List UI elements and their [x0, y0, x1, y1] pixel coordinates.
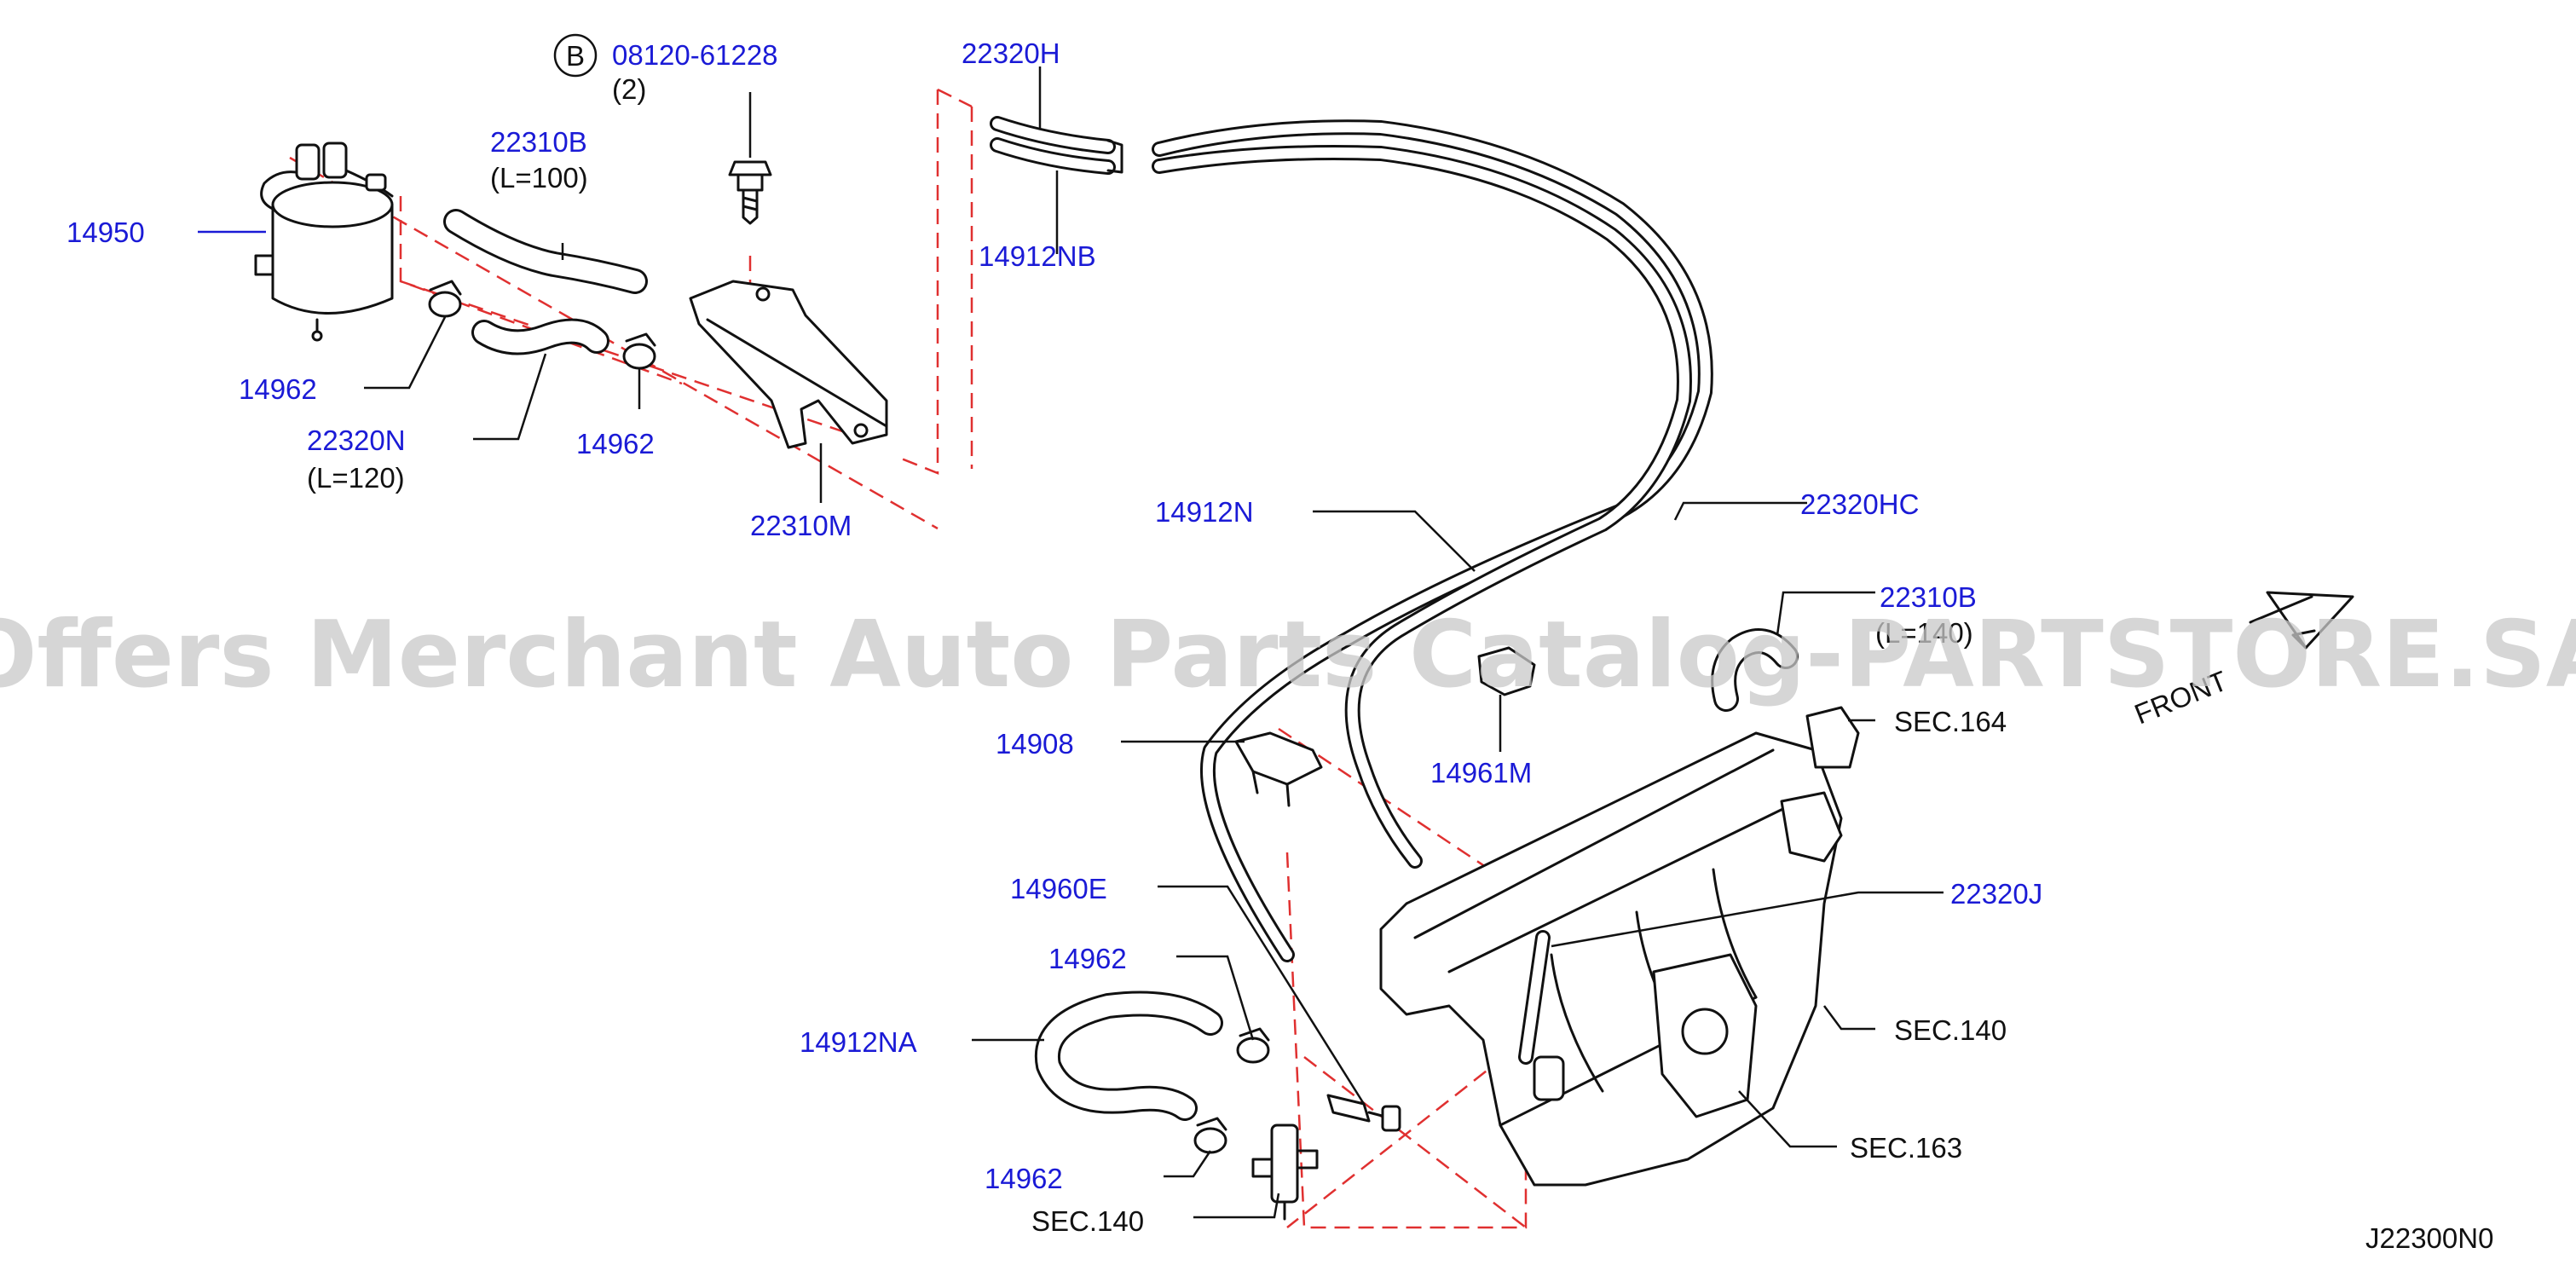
label-22320N-length: (L=120)	[307, 462, 405, 494]
clip-14961M	[1477, 646, 1536, 696]
label-22320N[interactable]: 22320N	[307, 425, 406, 456]
part-labels: B 08120-61228 (2) 14950 22310B (L=100) 1…	[66, 33, 2493, 1254]
clamp-14962-a	[428, 280, 462, 318]
clamp-14962-c	[1236, 1027, 1270, 1064]
label-14960E[interactable]: 14960E	[1010, 873, 1107, 904]
label-14950[interactable]: 14950	[66, 217, 145, 248]
label-sec-140-bottom[interactable]: SEC.140	[1031, 1205, 1144, 1237]
callout-b-letter: B	[566, 40, 585, 72]
label-22310B-top[interactable]: 22310B	[490, 126, 587, 158]
hose-14912NA	[1034, 991, 1223, 1121]
diagram-code: J22300N0	[2365, 1222, 2493, 1254]
label-sec-163[interactable]: SEC.163	[1850, 1132, 1962, 1164]
front-arrow	[2249, 591, 2354, 650]
vapor-tube-22320HC	[1152, 145, 1692, 869]
label-14962-d[interactable]: 14962	[985, 1163, 1063, 1194]
label-14962-a[interactable]: 14962	[239, 373, 317, 405]
clamp-14962-d	[1193, 1117, 1227, 1154]
label-22310B-top-length: (L=100)	[490, 162, 588, 194]
callout-b-circle	[553, 33, 598, 78]
watermark-text: Offers Merchant Auto Parts Catalog-PARTS…	[0, 602, 2576, 708]
tube-22320H-14912NB	[990, 116, 1123, 175]
label-08120-61228[interactable]: 08120-61228	[612, 39, 778, 71]
label-22310B-mid[interactable]: 22310B	[1880, 581, 1977, 613]
bolt-08120-61228	[728, 160, 772, 225]
clip-14908	[1234, 731, 1323, 807]
vapor-tube-14912N	[1152, 119, 1713, 962]
label-22320H[interactable]: 22320H	[962, 38, 1060, 69]
tube-22320J	[1518, 930, 1551, 1065]
label-14962-b[interactable]: 14962	[576, 428, 655, 459]
hose-22310B-mid	[1711, 628, 1799, 712]
label-08120-qty: (2)	[612, 73, 646, 105]
label-14912NB[interactable]: 14912NB	[979, 240, 1096, 272]
label-14962-c[interactable]: 14962	[1048, 943, 1127, 974]
tee-fitting	[1251, 1123, 1319, 1221]
assembly-guide-lines	[289, 88, 1672, 1229]
label-22320J[interactable]: 22320J	[1950, 878, 2042, 910]
canister-14950	[254, 142, 394, 342]
label-14961M[interactable]: 14961M	[1430, 757, 1532, 788]
bracket-22310M	[689, 280, 888, 449]
label-14912N[interactable]: 14912N	[1155, 496, 1254, 528]
label-14908[interactable]: 14908	[996, 728, 1074, 760]
label-22310M[interactable]: 22310M	[750, 510, 852, 541]
clamp-14962-b	[622, 332, 656, 370]
hose-22320N	[471, 318, 609, 355]
label-sec-140-right[interactable]: SEC.140	[1894, 1014, 2007, 1046]
intake-manifold	[1379, 706, 1860, 1187]
hose-22310B-top	[443, 209, 648, 294]
fitting-14960E	[1326, 1094, 1401, 1132]
label-14912NA[interactable]: 14912NA	[800, 1026, 917, 1058]
label-22310B-mid-length: (L=140)	[1875, 617, 1973, 649]
label-sec-164[interactable]: SEC.164	[1894, 706, 2007, 737]
leader-lines	[198, 66, 1944, 1219]
label-22320HC[interactable]: 22320HC	[1800, 488, 1919, 520]
